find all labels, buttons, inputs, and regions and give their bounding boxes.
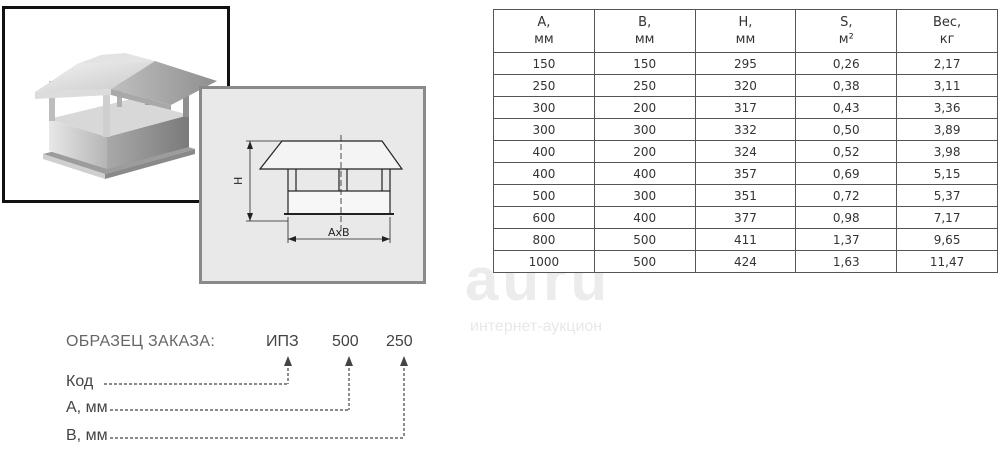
cell: 351	[694, 184, 797, 207]
cell: 500	[593, 228, 696, 251]
order-title: ОБРАЗЕЦ ЗАКАЗА:	[66, 333, 216, 350]
cell: 3,98	[896, 140, 998, 163]
label-code: Код	[66, 373, 94, 390]
cell: 317	[694, 96, 797, 119]
cell: 295	[694, 52, 797, 75]
order-code: ИПЗ	[266, 333, 299, 350]
leader-lines	[104, 356, 408, 439]
order-a-value: 500	[332, 333, 359, 350]
cell: 400	[493, 162, 595, 185]
cell: 0,98	[795, 206, 898, 229]
label-a: А, мм	[66, 399, 108, 416]
cell: 9,65	[896, 228, 998, 251]
col-header-a: A,мм	[493, 9, 595, 53]
cell: 332	[694, 118, 797, 141]
cell: 0,72	[795, 184, 898, 207]
cell: 0,26	[795, 52, 898, 75]
product-image	[2, 6, 230, 203]
cell: 400	[493, 140, 595, 163]
cell: 357	[694, 162, 797, 185]
cell: 0,38	[795, 74, 898, 97]
cell: 300	[493, 118, 595, 141]
label-b: В, мм	[66, 427, 108, 444]
cell: 200	[593, 96, 696, 119]
cell: 11,47	[896, 250, 998, 273]
cell: 300	[593, 184, 696, 207]
cell: 377	[694, 206, 797, 229]
order-b-value: 250	[386, 333, 413, 350]
cell: 2,17	[896, 52, 998, 75]
cell: 300	[593, 118, 696, 141]
cell: 800	[493, 228, 595, 251]
cell: 500	[593, 250, 696, 273]
cell: 250	[493, 74, 595, 97]
dimension-drawing: H AxB	[232, 135, 404, 243]
col-header-h: H,мм	[694, 9, 797, 53]
cell: 600	[493, 206, 595, 229]
cell: 0,52	[795, 140, 898, 163]
cell: 0,69	[795, 162, 898, 185]
table-header-row: A,мм B,мм H,мм S,м² Вес,кг	[493, 9, 998, 53]
cell: 250	[593, 74, 696, 97]
cell: 324	[694, 140, 797, 163]
col-header-s: S,м²	[795, 9, 898, 53]
watermark-subtitle: интернет-аукцион	[470, 318, 603, 335]
cell: 1,63	[795, 250, 898, 273]
cell: 200	[593, 140, 696, 163]
cell: 1,37	[795, 228, 898, 251]
chimney-cap-illustration	[35, 53, 217, 179]
cell: 150	[593, 52, 696, 75]
col-header-weight: Вес,кг	[896, 9, 998, 53]
cell: 5,37	[896, 184, 998, 207]
cell: 5,15	[896, 162, 998, 185]
technical-drawing: H AxB	[199, 86, 426, 284]
order-sample: ОБРАЗЕЦ ЗАКАЗА: ИПЗ 500 250 Код А, мм В,…	[0, 320, 480, 453]
cell: 500	[493, 184, 595, 207]
cell: 400	[593, 206, 696, 229]
width-label: AxB	[328, 226, 350, 239]
cell: 400	[593, 162, 696, 185]
cell: 150	[493, 52, 595, 75]
height-label: H	[232, 177, 245, 185]
cell: 1000	[493, 250, 595, 273]
cell: 411	[694, 228, 797, 251]
col-header-b: B,мм	[593, 9, 696, 53]
cell: 3,11	[896, 74, 998, 97]
cell: 3,89	[896, 118, 998, 141]
cell: 0,43	[795, 96, 898, 119]
cell: 320	[694, 74, 797, 97]
cell: 0,50	[795, 118, 898, 141]
cell: 424	[694, 250, 797, 273]
cell: 3,36	[896, 96, 998, 119]
cell: 300	[493, 96, 595, 119]
cell: 7,17	[896, 206, 998, 229]
